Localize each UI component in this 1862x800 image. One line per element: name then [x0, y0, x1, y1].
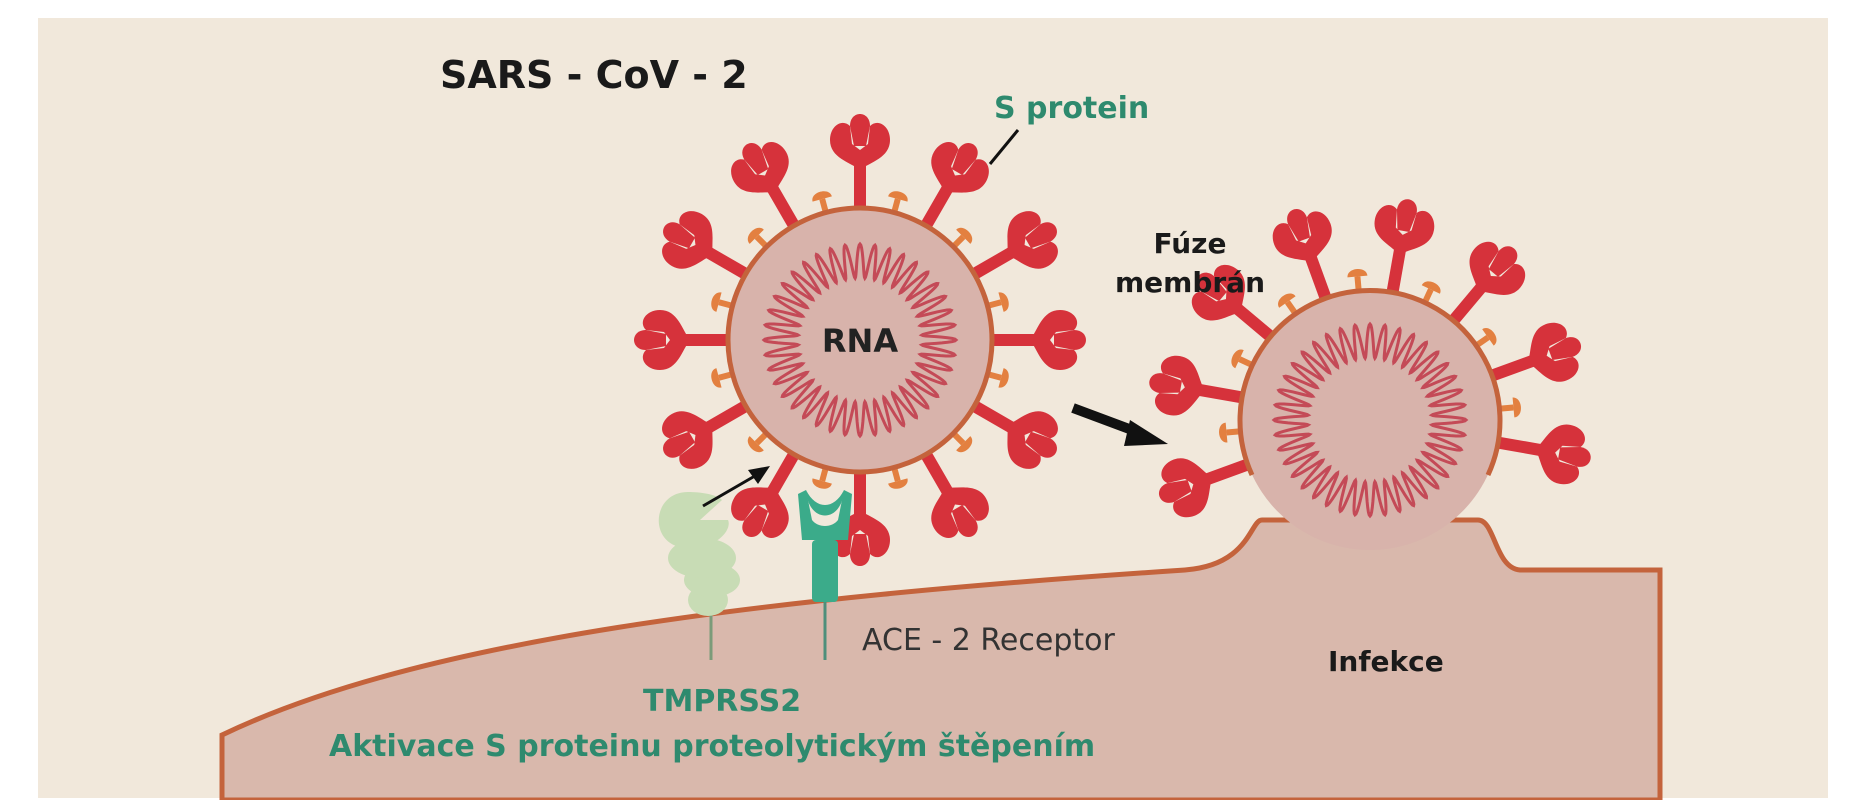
- tmprss2-protease: [658, 492, 740, 660]
- rna-label: RNA: [822, 322, 898, 360]
- fused-envelope: [1240, 290, 1500, 550]
- fusion-label-line2: membrán: [1115, 266, 1265, 299]
- infection-label: Infekce: [1328, 645, 1444, 678]
- fusion-label-line1: Fúze: [1154, 227, 1227, 260]
- fused-envelope-outline: [1237, 288, 1503, 477]
- activation-label: Aktivace S proteinu proteolytickým štěpe…: [329, 729, 1095, 764]
- title-label: SARS - CoV - 2: [440, 53, 748, 97]
- activation-arrow: [702, 466, 770, 508]
- rna-coil: [761, 241, 959, 439]
- fusion-arrow: [1071, 403, 1168, 446]
- fused-rna-coil: [1271, 321, 1469, 519]
- host-cell: [219, 517, 1663, 800]
- s-protein-pointer: [988, 129, 1020, 165]
- virus-particle: RNA: [634, 114, 1086, 566]
- fused-virus: [1144, 194, 1596, 550]
- s-protein-label: S protein: [994, 91, 1149, 126]
- tmprss2-label: TMPRSS2: [643, 684, 801, 719]
- ace2-receptor: [798, 490, 852, 660]
- ace2-label: ACE - 2 Receptor: [862, 623, 1115, 658]
